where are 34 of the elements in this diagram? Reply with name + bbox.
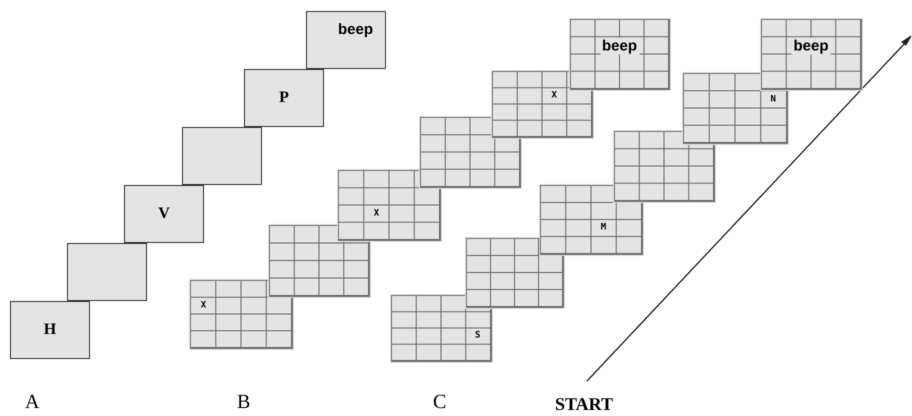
stimulus-text: X (200, 301, 206, 310)
stimulus-text: M (600, 223, 606, 232)
start-label: START (555, 395, 614, 413)
grid-screen (540, 185, 643, 255)
stimulus-text: X (374, 209, 380, 218)
grid-screen (338, 170, 441, 241)
grid-screen (570, 19, 670, 90)
grid-screen (492, 71, 593, 138)
stimulus-text: S (475, 332, 480, 340)
stimulus-text: beep (338, 22, 373, 37)
stimulus-text: X (552, 92, 557, 100)
stimulus-text: N (770, 95, 776, 104)
grid-screen (190, 280, 293, 349)
grid-screen (391, 295, 492, 362)
screen-square (244, 69, 324, 127)
grid-screen (683, 73, 788, 144)
stimulus-text: P (279, 90, 289, 106)
stimulus-text: H (44, 322, 56, 338)
screen-square (182, 127, 262, 185)
panel-label: C (433, 392, 446, 412)
stimulus-text: beep (792, 37, 830, 54)
panel-label: B (237, 392, 250, 412)
grid-screen (761, 19, 862, 90)
screen-square (306, 11, 386, 69)
grid-screen (466, 238, 564, 308)
screen-square (10, 301, 90, 359)
screen-square (124, 185, 204, 243)
stimulus-text: V (158, 206, 170, 222)
grid-screen (269, 225, 370, 297)
stimulus-text: beep (600, 37, 639, 54)
panel-label: A (25, 392, 40, 412)
grid-screen (614, 131, 715, 202)
screen-square (67, 243, 147, 301)
grid-screen (420, 117, 521, 188)
